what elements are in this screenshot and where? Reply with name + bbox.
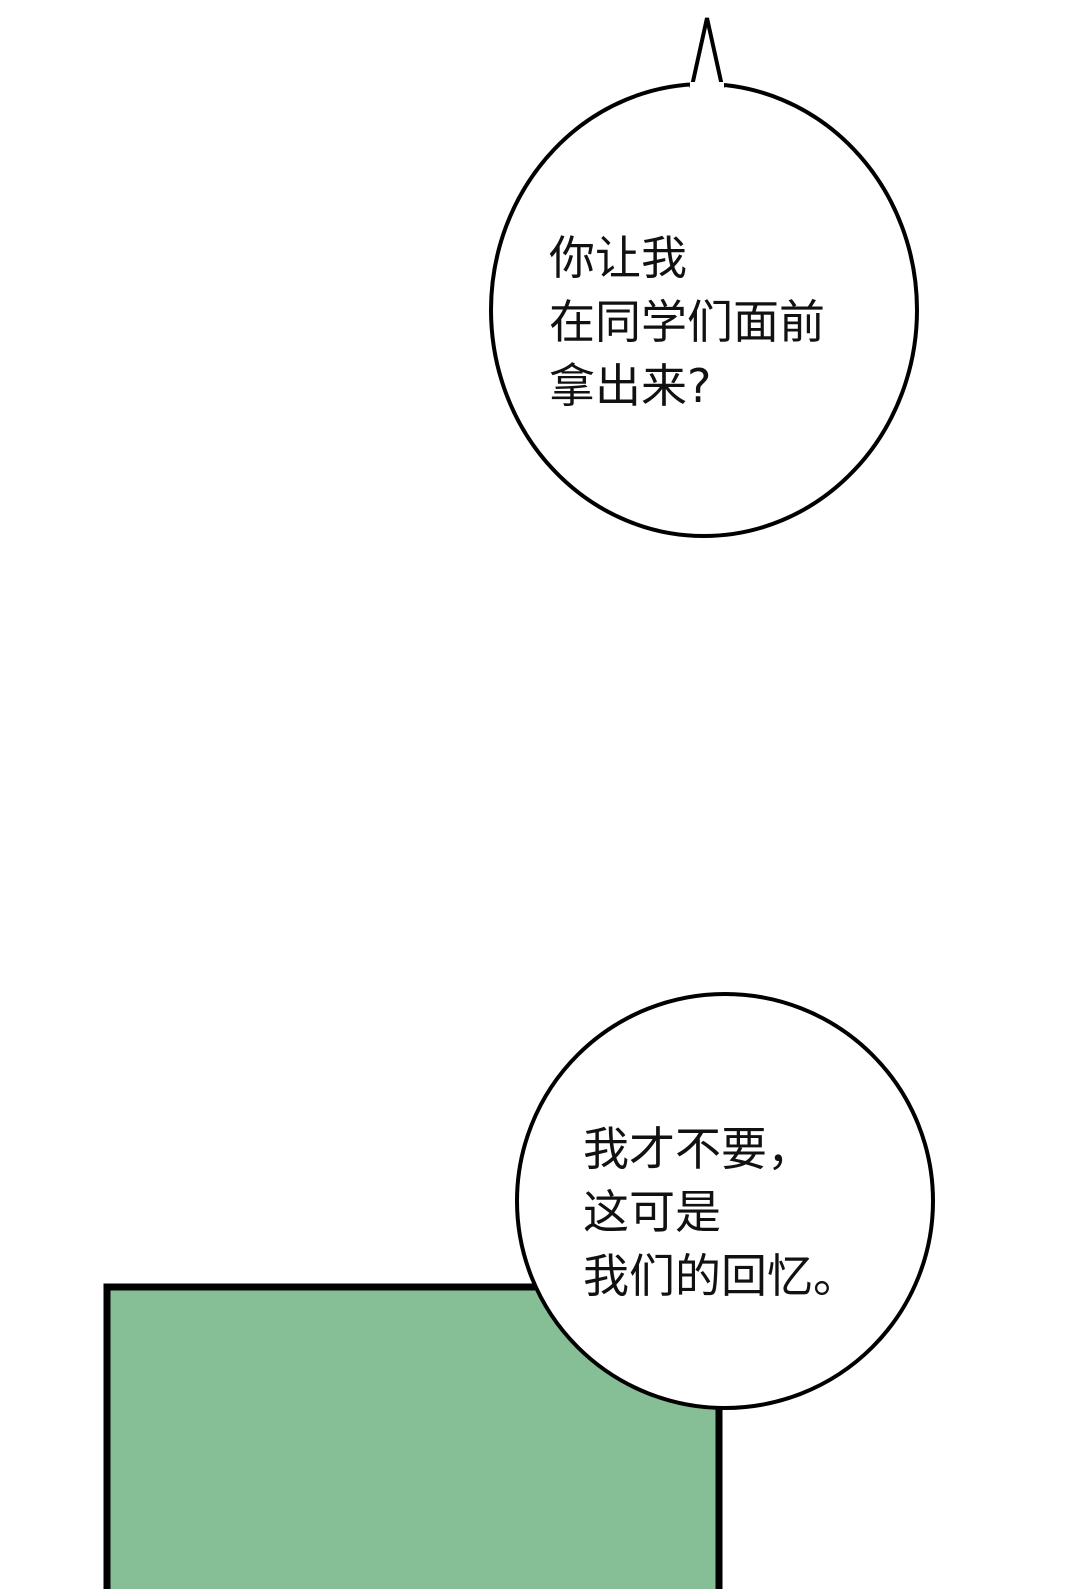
- bubble-bottom-line-3: 我们的回忆。: [583, 1249, 859, 1303]
- bubble-top-line-3: 拿出来?: [549, 359, 711, 413]
- speech-bubble-bottom: 我才不要， 这可是 我们的回忆。: [515, 992, 935, 1410]
- bubble-bottom-line-1: 我才不要，: [583, 1122, 813, 1176]
- speech-bubble-top: 你让我 在同学们面前 拿出来?: [489, 17, 919, 538]
- bubble-bottom-line-2: 这可是: [583, 1185, 721, 1239]
- bubble-top-line-2: 在同学们面前: [549, 295, 825, 349]
- bubble-top-line-1: 你让我: [549, 231, 687, 285]
- bubble-tail: [689, 17, 725, 88]
